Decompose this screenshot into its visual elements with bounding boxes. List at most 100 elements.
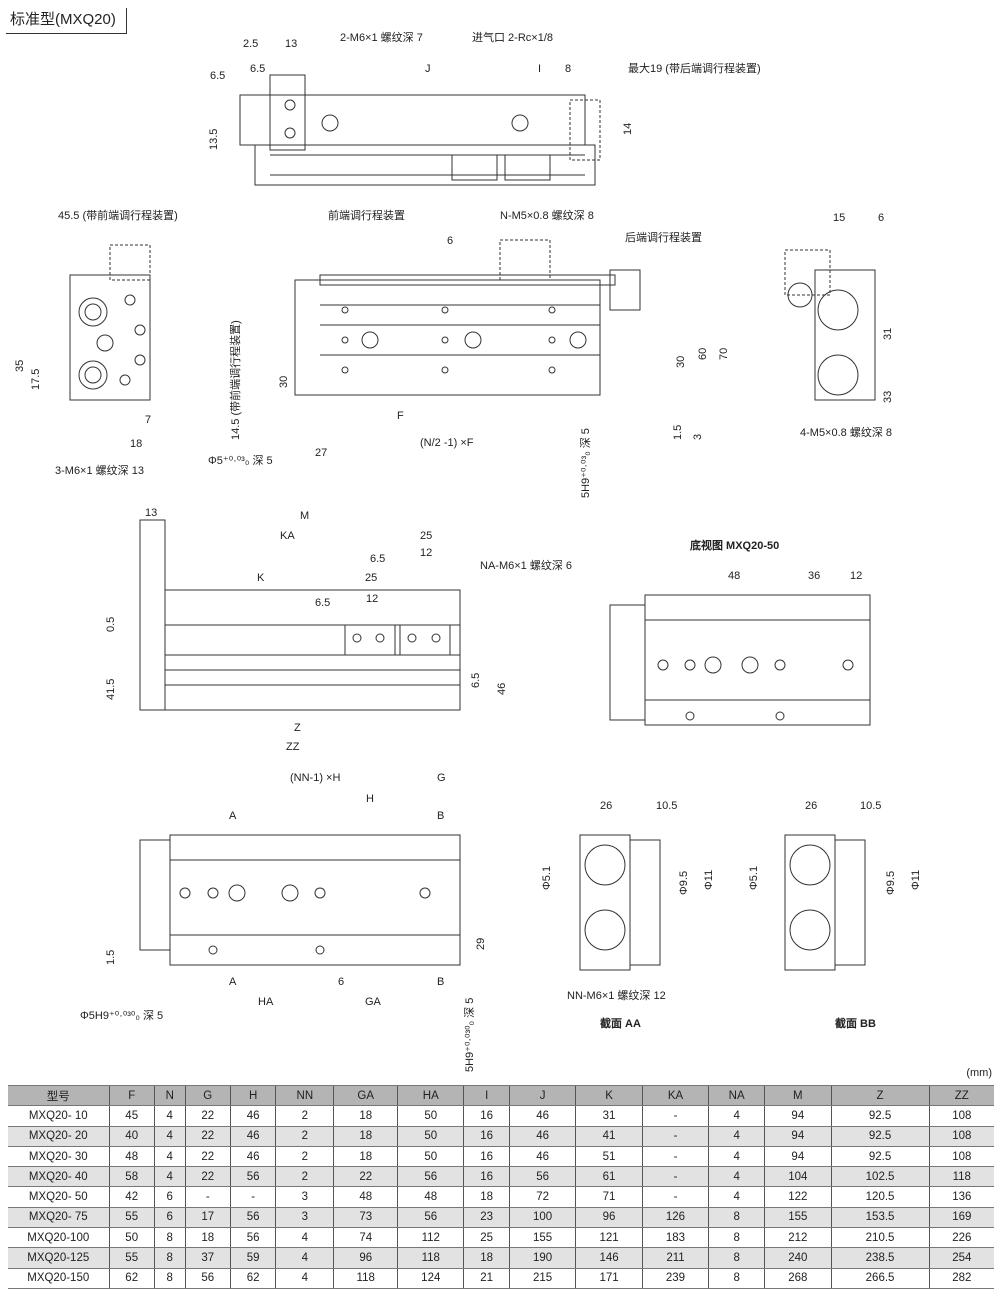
column-header: ZZ [928, 1084, 994, 1107]
table-cell: 183 [641, 1227, 709, 1249]
table-cell: 17 [184, 1207, 231, 1229]
table-cell: 171 [575, 1268, 643, 1289]
table-cell: 120.5 [830, 1186, 930, 1208]
table-cell: 61 [575, 1166, 643, 1188]
table-cell: 108 [928, 1146, 994, 1168]
table-cell: 18 [463, 1186, 510, 1208]
table-cell: 2 [275, 1126, 334, 1147]
dimension-label: 13.5 [208, 128, 220, 150]
table-cell: 4 [275, 1227, 334, 1249]
table-cell: 56 [397, 1207, 464, 1229]
table-cell: 4 [275, 1247, 334, 1269]
page-title: 标准型(MXQ20) [6, 8, 127, 34]
dimension-label: 31 [882, 327, 894, 340]
section-views [579, 834, 866, 971]
table-cell: 3 [275, 1186, 334, 1208]
table-cell: MXQ20- 75 [8, 1207, 109, 1229]
table-cell: 108 [928, 1126, 994, 1147]
bottom-view [609, 594, 871, 726]
dimension-label: 35 [14, 359, 26, 372]
table-cell: 118 [397, 1247, 464, 1269]
column-header: 型号 [8, 1084, 109, 1107]
table-cell: 94 [764, 1146, 832, 1168]
table-cell: 92.5 [830, 1126, 930, 1147]
dimension-label: B [437, 976, 445, 988]
table-cell: 42 [108, 1186, 155, 1208]
table-cell: 112 [397, 1227, 464, 1249]
table-cell: 4 [153, 1166, 186, 1188]
dimension-label: 7 [145, 414, 152, 426]
column-header: M [764, 1084, 832, 1107]
table-cell: 282 [928, 1268, 994, 1289]
dimension-label: 10.5 [656, 800, 678, 812]
dimension-label: GA [365, 996, 381, 1008]
table-cell: 118 [928, 1166, 994, 1188]
dimension-label: 截面 AA [600, 1018, 641, 1030]
table-cell: 4 [708, 1166, 765, 1188]
table-cell: 51 [575, 1146, 643, 1168]
dimension-label: 13 [145, 507, 158, 519]
dimension-label: 46 [496, 682, 508, 695]
table-cell: - [641, 1166, 709, 1188]
left-view [69, 244, 151, 401]
dimension-label: Z [294, 722, 301, 734]
dimension-label: 18 [130, 438, 143, 450]
column-header: H [229, 1084, 276, 1107]
table-cell: 4 [275, 1268, 334, 1289]
dimension-label: 6 [447, 235, 454, 247]
table-cell: 239 [641, 1268, 709, 1289]
table-cell: 40 [108, 1126, 155, 1147]
table-cell: MXQ20-150 [8, 1268, 109, 1289]
table-cell: 146 [575, 1247, 643, 1269]
column-header: Z [830, 1084, 930, 1107]
dimension-label: Φ5.1 [748, 865, 760, 890]
table-cell: 50 [397, 1105, 464, 1127]
dimension-label: 13 [285, 38, 298, 50]
dimension-label: 3-M6×1 螺纹深 13 [55, 465, 144, 477]
dimension-label: 70 [718, 347, 730, 360]
table-cell: 8 [153, 1247, 186, 1269]
dimension-label: F [397, 410, 404, 422]
dimension-label: A [229, 810, 237, 822]
table-cell: 92.5 [830, 1105, 930, 1127]
table-cell: 96 [575, 1207, 643, 1229]
table-cell: 18 [463, 1247, 510, 1269]
dimension-label: 1.5 [105, 949, 117, 965]
table-cell: 58 [108, 1166, 155, 1188]
dimension-label: 5H9⁺⁰·⁰³₀ 深 5 [580, 428, 592, 498]
table-cell: 72 [508, 1186, 576, 1208]
dimension-label: 45.5 (带前端调行程装置) [58, 210, 178, 222]
end-view [784, 249, 876, 401]
dimension-label: 2-M6×1 螺纹深 7 [340, 32, 423, 44]
dimension-label: 14 [622, 122, 634, 135]
table-cell: 94 [764, 1105, 832, 1127]
table-cell: 46 [229, 1146, 276, 1168]
table-cell: 56 [508, 1166, 576, 1188]
side-view [294, 239, 641, 396]
table-cell: 3 [275, 1207, 334, 1229]
table-cell: 266.5 [830, 1268, 930, 1289]
table-cell: 16 [463, 1105, 510, 1127]
dimension-label: 8 [565, 63, 572, 75]
dimension-label: 6 [338, 976, 345, 988]
table-cell: 190 [508, 1247, 576, 1269]
table-cell: 100 [508, 1207, 576, 1229]
dimension-label: 0.5 [105, 616, 117, 632]
table-cell: 18 [333, 1105, 398, 1127]
dimension-label: 33 [882, 390, 894, 403]
unit-label: (mm) [966, 1067, 992, 1079]
dimension-label: (NN-1) ×H [290, 772, 341, 784]
dimension-label: 27 [315, 447, 328, 459]
dimension-label: 17.5 [30, 368, 42, 390]
table-cell: 121 [575, 1227, 643, 1249]
dimension-label: ZZ [286, 741, 300, 753]
table-cell: 124 [397, 1268, 464, 1289]
dimension-label: 12 [850, 570, 863, 582]
dimension-label: 最大19 (带后端调行程装置) [628, 63, 761, 75]
table-cell: 56 [184, 1268, 231, 1289]
